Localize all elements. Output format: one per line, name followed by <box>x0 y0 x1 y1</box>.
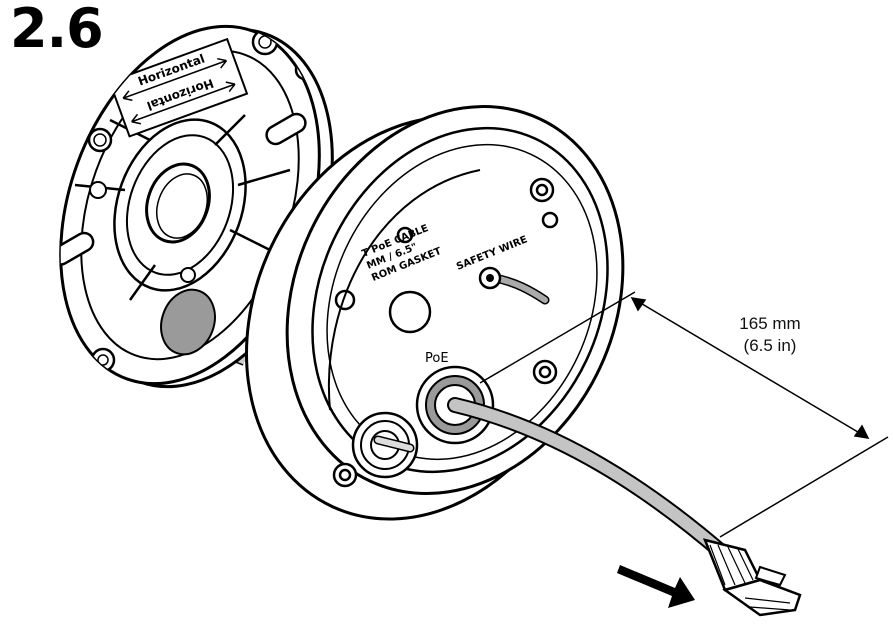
poe-cable <box>447 397 733 563</box>
dimension-imperial: (6.5 in) <box>743 336 797 356</box>
dimension-label: 165 mm (6.5 in) <box>720 313 820 357</box>
rim-screw-icon <box>332 177 559 488</box>
pull-arrow-icon <box>617 565 695 608</box>
dimension-metric: 165 mm <box>739 314 801 333</box>
knockout-plug <box>388 290 432 334</box>
cable-gland-small <box>351 411 419 479</box>
rj45-connector-icon <box>702 538 802 617</box>
dimension-line <box>479 291 889 538</box>
safety-wire-anchor <box>478 266 550 305</box>
poe-label: PoE <box>425 351 449 366</box>
step-number: 2.6 <box>10 0 104 60</box>
